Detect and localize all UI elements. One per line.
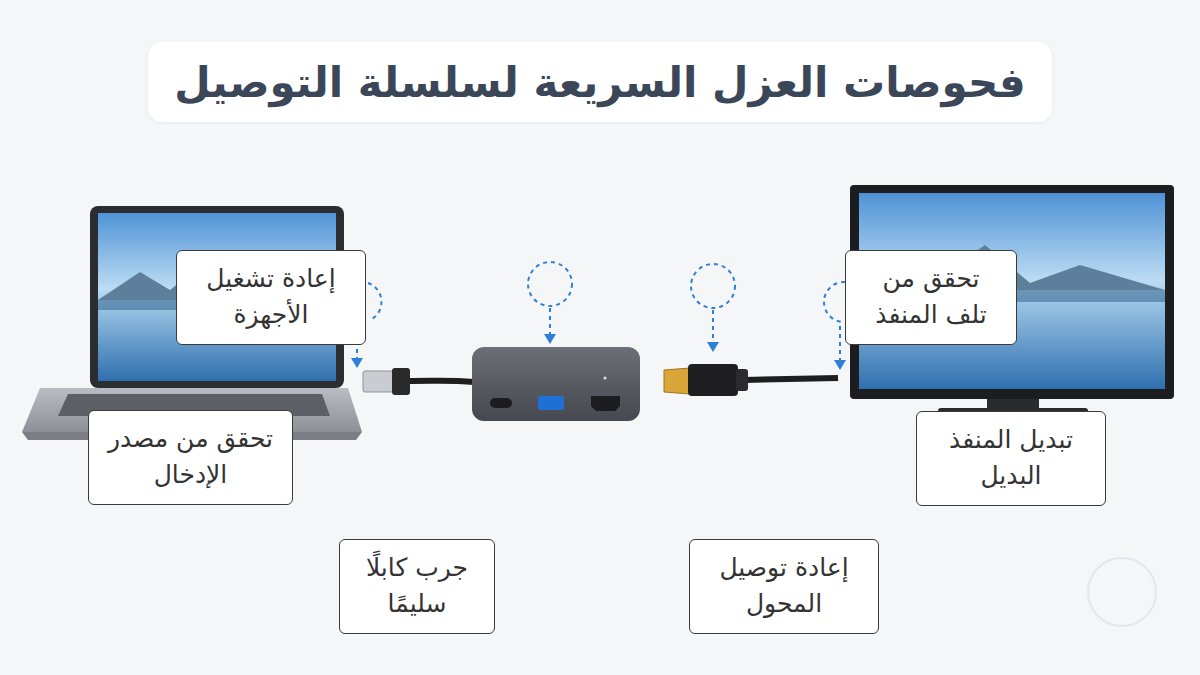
callout-text: تحقق من تلف المنفذ: [858, 261, 1004, 334]
callout-text: إعادة توصيل المحول: [702, 550, 866, 623]
callout-box: تحقق من مصدر الإدخال: [88, 410, 293, 505]
title-panel: فحوصات العزل السريعة لسلسلة التوصيل: [148, 42, 1052, 122]
usb-hub: [472, 347, 640, 421]
callout-text: إعادة تشغيل الأجهزة: [189, 261, 353, 334]
callout-box: تحقق من تلف المنفذ: [845, 250, 1017, 345]
callout-box: إعادة تشغيل الأجهزة: [176, 250, 366, 345]
usb-cable: [363, 368, 474, 395]
dashed-markers: [357, 262, 845, 360]
diagram-title: فحوصات العزل السريعة لسلسلة التوصيل: [174, 58, 1025, 107]
callout-text: تحقق من مصدر الإدخال: [101, 421, 280, 494]
callout-box: جرب كابلًا سليمًا: [339, 539, 495, 634]
watermark-icon: [1088, 558, 1156, 626]
callout-box: إعادة توصيل المحول: [689, 539, 879, 634]
hdmi-cable: [664, 364, 838, 396]
callout-box: تبديل المنفذ البديل: [916, 411, 1106, 506]
callout-text: تبديل المنفذ البديل: [929, 422, 1093, 495]
arrowheads: [351, 334, 846, 370]
callout-text: جرب كابلًا سليمًا: [352, 550, 482, 623]
